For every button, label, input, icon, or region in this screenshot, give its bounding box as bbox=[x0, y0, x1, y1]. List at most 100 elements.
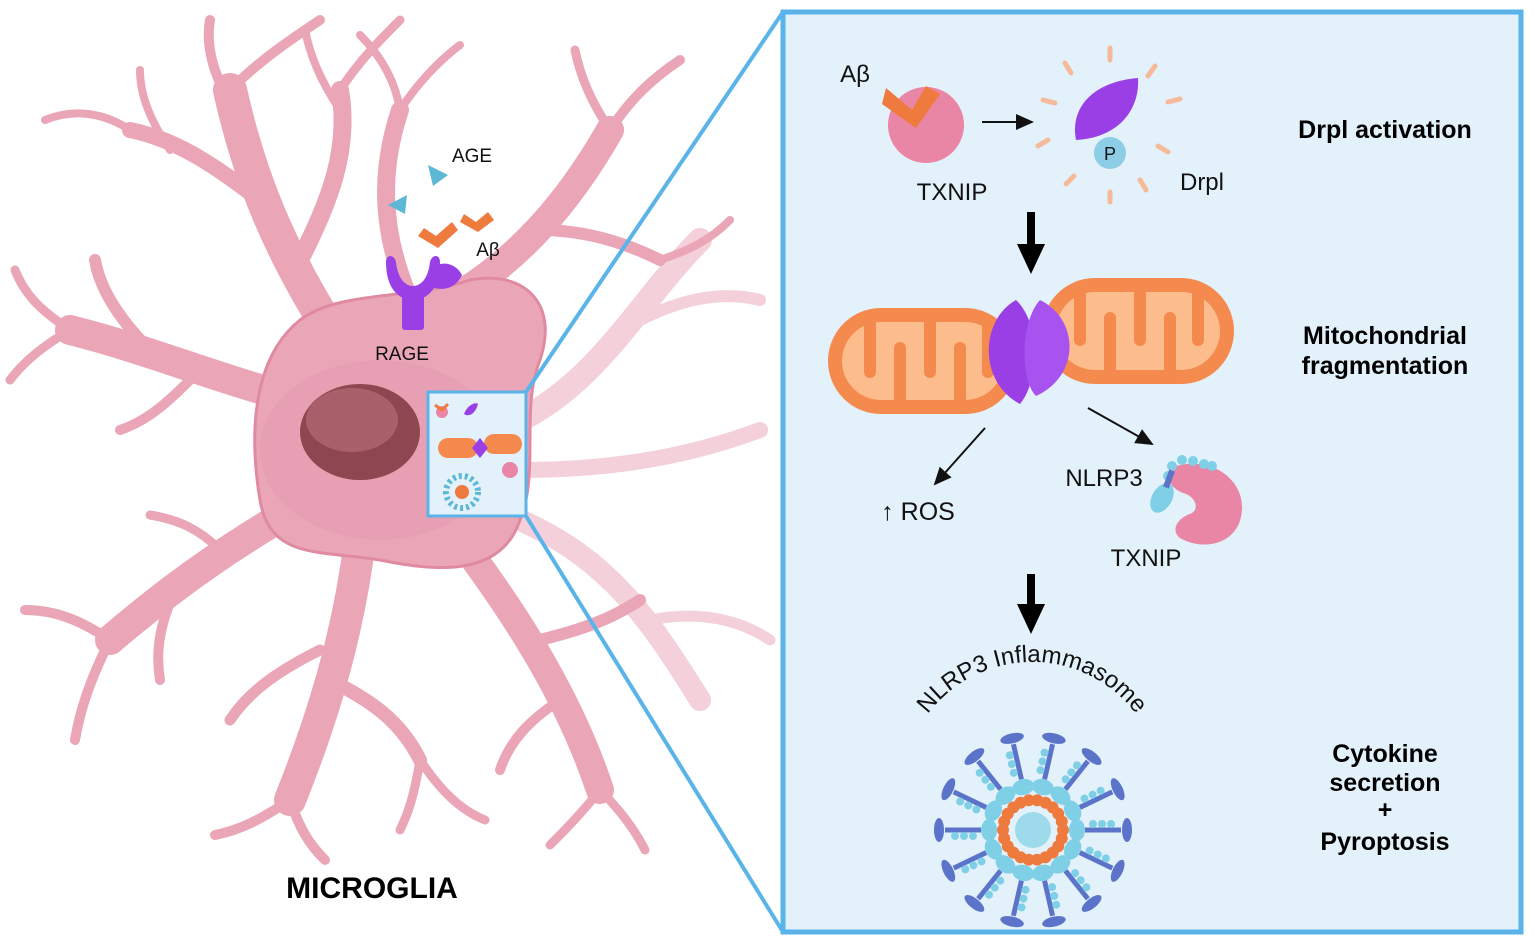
inflammasome-bead bbox=[972, 805, 981, 814]
inflammasome-cap bbox=[941, 859, 956, 882]
inflammasome-bead bbox=[975, 768, 984, 777]
inflammasome-bead bbox=[1107, 820, 1115, 828]
inflammasome-spoke bbox=[1042, 743, 1056, 780]
inflammasome-bead bbox=[1080, 794, 1089, 803]
inflammasome-spoke bbox=[1010, 743, 1024, 780]
inflammasome-bead bbox=[1096, 786, 1105, 795]
rage-label: RAGE bbox=[375, 344, 429, 365]
ros-label: ↑ ROS bbox=[881, 498, 955, 526]
abeta-chevron bbox=[460, 212, 494, 232]
inflammasome-bead bbox=[951, 832, 959, 840]
inflammasome-bead bbox=[1019, 894, 1028, 903]
nlrp3-txnip-complex bbox=[1150, 455, 1243, 545]
inflammasome-bead bbox=[1017, 903, 1026, 912]
inflammasome-bead bbox=[1005, 751, 1014, 760]
inflammasome-bead bbox=[1040, 748, 1049, 757]
inflammasome-spoke bbox=[1010, 880, 1024, 917]
step3-label-line4: Pyroptosis bbox=[1320, 828, 1449, 856]
inflammasome-cap bbox=[964, 895, 985, 912]
txnip-label-top: TXNIP bbox=[917, 179, 988, 206]
inflammasome-bead bbox=[1089, 820, 1097, 828]
inflammasome-spoke bbox=[1042, 880, 1056, 917]
step3-label-line1: Cytokine bbox=[1332, 740, 1438, 768]
inflammasome-spoke bbox=[952, 850, 988, 871]
inflammasome-cap bbox=[1081, 748, 1102, 765]
inflammasome-bead bbox=[1085, 846, 1094, 855]
inflammasome-spoke bbox=[1078, 850, 1114, 871]
microglia-cell: RAGE AGE Aβ MICROGLIA bbox=[5, 15, 776, 905]
inflammasome-spoke bbox=[976, 759, 1003, 791]
inflammasome-bead bbox=[960, 832, 968, 840]
inflammasome-domain bbox=[984, 838, 1003, 860]
inflammasome-bead bbox=[1021, 885, 1030, 894]
inflammasome-bead bbox=[996, 876, 1005, 885]
inflammasome-core-bead bbox=[1055, 815, 1068, 828]
inflammasome-spoke bbox=[1063, 869, 1090, 901]
inflammasome-bead bbox=[1088, 790, 1097, 799]
phospho-p-label: P bbox=[1104, 144, 1116, 164]
age-label: AGE bbox=[452, 146, 492, 167]
inflammasome-cap bbox=[1081, 895, 1102, 912]
inflammasome-domain bbox=[1012, 864, 1035, 882]
inflammasome-bead bbox=[1067, 768, 1076, 777]
inflammasome-bead bbox=[1052, 900, 1061, 909]
down-arrow-1 bbox=[1017, 212, 1045, 274]
inflammasome-cap bbox=[1110, 778, 1125, 801]
step3-label-line3: + bbox=[1378, 796, 1393, 824]
mitochondrion-left bbox=[828, 308, 1018, 414]
inflammasome-bead bbox=[1101, 854, 1110, 863]
arrow-to-nlrp3 bbox=[1087, 407, 1154, 445]
inflammasome-bead bbox=[1076, 876, 1085, 885]
inflammasome-cap bbox=[1110, 859, 1125, 882]
inflammasome-domain bbox=[1063, 838, 1082, 860]
inflammasome-bead bbox=[1093, 850, 1102, 859]
inflammasome-domain bbox=[995, 786, 1016, 805]
inflammasome-domain bbox=[995, 855, 1016, 874]
inflammasome-cap bbox=[1122, 818, 1132, 842]
inflammasome-bead bbox=[1071, 869, 1080, 878]
inflammasome-center bbox=[1015, 812, 1051, 848]
inflammasome-bead bbox=[990, 883, 999, 892]
inflammasome-bead bbox=[969, 832, 977, 840]
inflammasome-bead bbox=[1061, 775, 1070, 784]
inflammasome-domain bbox=[981, 819, 997, 841]
inflammasome-bead bbox=[1038, 757, 1047, 766]
down-arrow-2 bbox=[1017, 574, 1045, 634]
inflammasome-domain bbox=[1012, 778, 1035, 796]
age-triangle bbox=[388, 195, 407, 214]
step1-label: Drpl activation bbox=[1298, 116, 1472, 144]
inflammasome-domain bbox=[1031, 864, 1054, 882]
inflammasome-bead bbox=[969, 861, 978, 870]
inflammasome-bead bbox=[1050, 891, 1059, 900]
inflammasome-bead bbox=[1007, 760, 1016, 769]
nlrp3-label: NLRP3 bbox=[1065, 465, 1142, 492]
abeta-chevron bbox=[418, 222, 458, 248]
nlrp3-inflammasome bbox=[934, 732, 1132, 928]
mitochondrion-right bbox=[1042, 278, 1234, 384]
inflammasome-spoke bbox=[976, 869, 1003, 901]
inflammasome-spoke bbox=[952, 789, 988, 810]
faded-processes bbox=[508, 228, 776, 711]
zoom-panel bbox=[780, 9, 1524, 935]
inflammasome-bead bbox=[1082, 883, 1091, 892]
inflammasome-bead bbox=[986, 782, 995, 791]
inflammasome-spoke bbox=[1063, 759, 1090, 791]
abeta-txnip-complex bbox=[882, 86, 964, 163]
drp1-label: Drpl bbox=[1180, 169, 1224, 196]
txnip-label-bottom: TXNIP bbox=[1111, 545, 1182, 572]
arrow-to-ros bbox=[933, 427, 986, 486]
inflammasome-domain bbox=[1050, 855, 1071, 874]
inflammasome-core-bead bbox=[1022, 794, 1035, 807]
inflammasome-cap bbox=[1000, 732, 1024, 744]
inflammasome-cap bbox=[1042, 732, 1066, 744]
inflammasome-bead bbox=[1072, 761, 1081, 770]
inflammasome-domain bbox=[984, 800, 1003, 822]
inflammasome-domain bbox=[1063, 800, 1082, 822]
inflammasome-domain bbox=[1069, 819, 1085, 841]
cell-title: MICROGLIA bbox=[286, 872, 458, 905]
inflammasome-domain bbox=[1050, 786, 1071, 805]
cell-processes bbox=[5, 15, 734, 865]
inflammasome-bead bbox=[981, 775, 990, 784]
inflammasome-bead bbox=[985, 890, 994, 899]
